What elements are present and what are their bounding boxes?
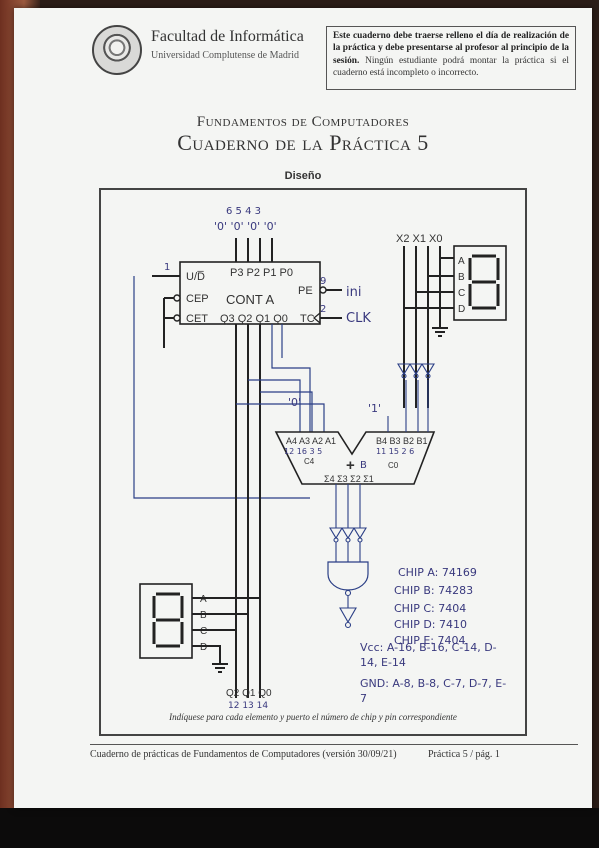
feedback-wire: [133, 276, 310, 499]
counter-name: CONT A: [226, 292, 274, 307]
notice-text: Ningún estudiante podrá montar la prácti…: [333, 55, 570, 79]
adder-a-const: '0': [288, 396, 301, 409]
adder-carry-in: C0: [388, 461, 399, 470]
display-bottom-connections: [192, 597, 260, 664]
display-bottom-input-a: A: [200, 594, 207, 605]
display-bottom-digit: [152, 592, 184, 648]
adder-b-pin-numbers: 11 15 2 6: [376, 447, 414, 456]
pe-pin-number: 9: [320, 276, 326, 287]
display-top-input-b: B: [458, 272, 465, 283]
counter-cet-pin: CET: [186, 313, 208, 325]
design-frame: [99, 188, 527, 736]
x-inputs-label: X2 X1 X0: [396, 233, 442, 245]
notice-bold-text: Este cuaderno debe traerse relleno el dí…: [333, 31, 569, 66]
display-bottom-input-d: D: [200, 642, 207, 653]
note-vcc: Vcc: A-16, B-16, C-14, D-14, E-14: [360, 641, 497, 669]
counter-p-inputs: '0' '0' '0' '0': [214, 220, 277, 233]
cep-cet-wires: [163, 297, 174, 348]
final-inverter: [339, 607, 357, 624]
x-input-wires: [403, 246, 441, 408]
x-inverters: [397, 363, 435, 379]
q-to-adder-wires: [236, 324, 325, 432]
display-top-digit: [468, 254, 500, 310]
nand-bubble: [344, 589, 352, 597]
footer-left-text: Cuaderno de prácticas de Fundamentos de …: [90, 749, 397, 760]
adder-b-pins: B4 B3 B2 B1: [376, 436, 428, 446]
counter-box: [179, 261, 321, 325]
counter-pe-pin: PE: [298, 285, 313, 297]
display-bottom-input-b: B: [200, 610, 207, 621]
pe-bubble: [319, 286, 327, 294]
note-chip-d: CHIP D: 7410: [394, 618, 467, 631]
faculty-name: Facultad de Informática: [151, 28, 304, 45]
counter-p-wires: [235, 238, 273, 262]
final-inverter-bubble: [344, 621, 352, 629]
adder-shape: [274, 431, 436, 485]
ud-pin-number: 1: [164, 262, 170, 273]
adder-a-pins: A4 A3 A2 A1: [286, 436, 336, 446]
note-chip-b: CHIP B: 74283: [394, 584, 473, 597]
pe-signal: ini: [346, 285, 361, 300]
adder-sum-wires: [335, 484, 361, 528]
course-title: Fundamentos de Computadores: [196, 114, 410, 130]
background-table: [0, 808, 599, 848]
ground-symbol-top: [432, 327, 448, 337]
instruction-text: Indíquese para cada elemento y puerto el…: [169, 712, 457, 722]
clk-signal: CLK: [346, 311, 371, 326]
counter-ud-pin: U/D̅: [186, 271, 205, 283]
display-bottom-input-c: C: [200, 626, 207, 637]
counter-q-pins: Q3 Q2 Q1 Q0: [220, 313, 288, 325]
counter-q-wires: [235, 324, 261, 698]
note-gnd: GND: A-8, B-8, C-7, D-7, E-7: [360, 677, 507, 705]
adder-b-const: '1': [368, 402, 381, 415]
display-bottom: [139, 583, 193, 659]
counter-tc-pin: TC: [300, 313, 315, 325]
adder-carry-out: C4: [304, 457, 315, 466]
adder-plus: +: [346, 457, 355, 474]
practice-title: Cuaderno de la Práctica 5: [177, 130, 429, 155]
clk-pin-number: 2: [320, 304, 326, 315]
counter-p-pin-numbers: 6 5 4 3: [226, 206, 261, 217]
footer-page-number: Práctica 5 / pág. 1: [428, 749, 500, 760]
cet-bubble: [173, 314, 181, 322]
display-top-input-c: C: [458, 288, 465, 299]
footer-rule: [90, 744, 578, 745]
cep-bubble: [173, 294, 181, 302]
display-top-input-d: D: [458, 304, 465, 315]
counter-cep-pin: CEP: [186, 293, 209, 305]
clk-edge-marker: [313, 312, 321, 324]
note-chip-a: CHIP A: 74169: [398, 566, 477, 579]
inverter-to-nand-wires: [335, 542, 361, 562]
ground-symbol-bottom: [212, 663, 228, 673]
display-top: [453, 245, 507, 321]
bottom-pin-numbers: 12 13 14: [228, 701, 268, 711]
bottom-q-outputs: Q2 Q1 Q0: [226, 688, 272, 699]
sum-inverters: [329, 527, 367, 543]
university-seal: [92, 25, 142, 75]
display-top-connections: [404, 257, 454, 309]
adder-a-pin-numbers: 12 16 3 5: [284, 447, 322, 456]
display-top-input-a: A: [458, 256, 465, 267]
university-name: Universidad Complutense de Madrid: [151, 50, 300, 61]
nand-gate: [327, 561, 369, 591]
adder-sum-pins: Σ4 Σ3 Σ2 Σ1: [324, 474, 374, 484]
counter-p-pins: P3 P2 P1 P0: [230, 267, 293, 279]
document-page: Facultad de Informática Universidad Comp…: [14, 8, 592, 808]
adder-block-label: B: [360, 460, 367, 471]
note-chip-c: CHIP C: 7404: [394, 602, 466, 615]
note-chip-e: CHIP E: 7404: [394, 634, 465, 647]
adder-b-wires: [387, 380, 429, 432]
section-title: Diseño: [284, 170, 322, 182]
notice-box: Este cuaderno debe traerse relleno el dí…: [326, 26, 576, 90]
circuit-schematic: U/D̅ CEP CET P3 P2 P1 P0 CONT A PE Q3 Q2…: [133, 206, 507, 711]
